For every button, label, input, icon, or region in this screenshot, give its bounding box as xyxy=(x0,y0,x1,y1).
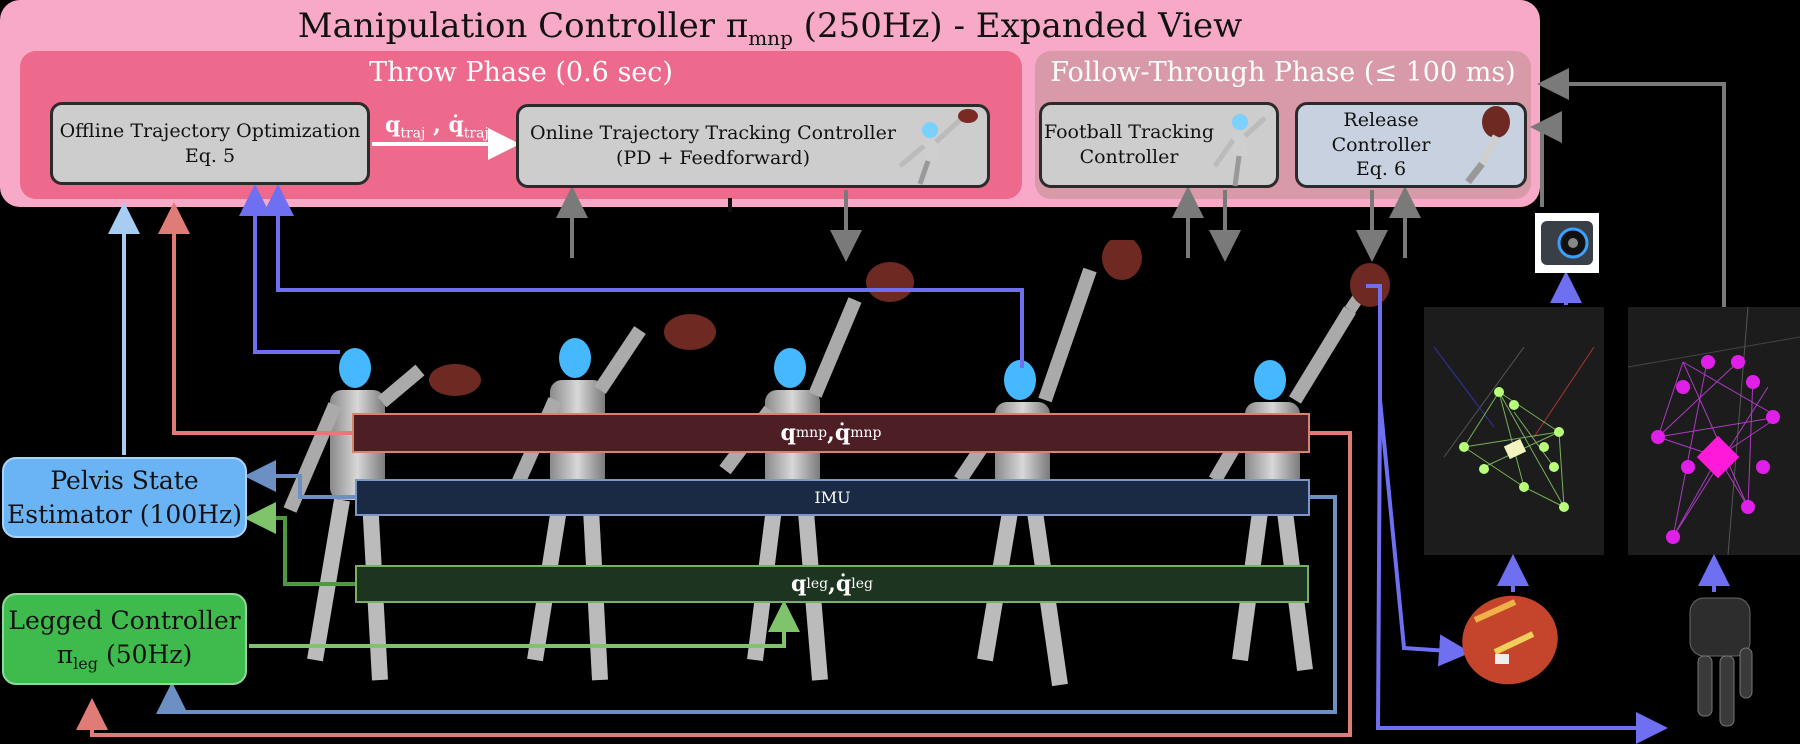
pelvis-state-estimator-box: Pelvis State Estimator (100Hz) xyxy=(2,457,247,538)
online-trajectory-tracking-box: Online Trajectory Tracking Controller (P… xyxy=(516,104,990,188)
robot-hand-icon xyxy=(1689,597,1753,727)
robot-thumbnail-icon xyxy=(898,109,978,185)
football-icon xyxy=(1462,595,1558,685)
main-title: Manipulation Controller πmnp (250Hz) - E… xyxy=(297,6,1243,50)
traj-signal-label: qtraj , q̇traj xyxy=(385,112,489,142)
robot-frame-4 xyxy=(954,240,1142,687)
camera-sensor-icon xyxy=(1535,213,1599,273)
legged-controller-box: Legged Controller πleg (50Hz) xyxy=(2,593,247,685)
release-robot-hand-icon xyxy=(1465,106,1510,185)
follow-through-phase-title: Follow-Through Phase (≤ 100 ms) xyxy=(1050,57,1516,88)
hand-keypoint-visualization xyxy=(1628,307,1800,555)
imu-signal-bar: IMU xyxy=(355,479,1310,516)
football-tracking-robot-icon xyxy=(1212,114,1267,187)
offline-trajectory-optimization-box: Offline Trajectory Optimization Eq. 5 xyxy=(50,102,370,185)
robot-throw-sequence xyxy=(283,240,1390,687)
football-keypoint-visualization xyxy=(1424,307,1604,555)
robot-frame-3 xyxy=(719,262,914,681)
throw-phase-title: Throw Phase (0.6 sec) xyxy=(369,57,673,88)
robot-frame-5 xyxy=(1208,263,1390,672)
